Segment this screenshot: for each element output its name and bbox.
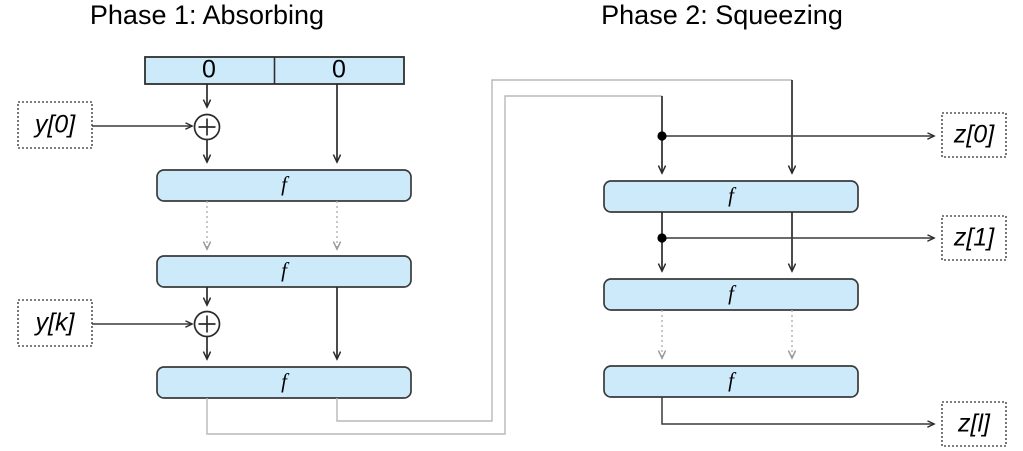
input-box-y0: y[0]	[17, 101, 93, 149]
state-rate-value: 0	[202, 56, 216, 84]
permutation-block-p1-1: f	[156, 169, 412, 202]
initial-state-register: 0 0	[144, 56, 405, 85]
output-z0-outline	[941, 112, 1007, 158]
output-z1-label: z[1]	[953, 224, 995, 252]
junction-dot-z0	[657, 131, 667, 141]
p2-f1-label: f	[728, 183, 737, 207]
output-box-zl: z[l]	[941, 401, 1007, 447]
wire-tap-zl	[661, 397, 934, 424]
input-yk-label: y[k]	[34, 309, 76, 337]
permutation-block-p2-1: f	[603, 180, 859, 213]
input-yk-outline	[17, 299, 93, 347]
output-z0-label: z[0]	[953, 121, 995, 149]
state-capacity-value: 0	[332, 56, 346, 84]
feedback-wire-capacity-p1-to-p2	[336, 79, 792, 422]
xor-gate-2	[193, 310, 221, 338]
p1-f1-label: f	[281, 172, 290, 196]
output-box-z1: z[1]	[941, 215, 1007, 261]
p2-f2-label: f	[728, 281, 737, 305]
output-zl-outline	[941, 401, 1007, 447]
phase1-title: Phase 1: Absorbing	[90, 0, 324, 30]
output-zl-label: z[l]	[957, 410, 991, 438]
junction-dot-z1	[657, 233, 667, 243]
p2-f2-outline	[603, 278, 859, 311]
p2-f3-label: f	[728, 368, 737, 392]
input-y0-outline	[17, 101, 93, 149]
permutation-block-p1-3: f	[156, 366, 412, 399]
xor-gate-1	[193, 113, 221, 141]
input-box-yk: y[k]	[17, 299, 93, 347]
permutation-block-p2-2: f	[603, 278, 859, 311]
p1-f2-outline	[156, 255, 412, 288]
permutation-block-p2-3: f	[603, 365, 859, 398]
feedback-wire-rate-p1-to-p2	[206, 95, 662, 435]
p1-f2-label: f	[281, 258, 290, 282]
p1-f3-label: f	[281, 369, 290, 393]
phase2-title: Phase 2: Squeezing	[601, 0, 843, 30]
input-y0-label: y[0]	[33, 111, 76, 139]
output-z1-outline	[941, 215, 1007, 261]
p1-f1-outline	[156, 169, 412, 202]
p2-f1-outline	[603, 180, 859, 213]
output-box-z0: z[0]	[941, 112, 1007, 158]
p1-f3-outline	[156, 366, 412, 399]
p2-f3-outline	[603, 365, 859, 398]
permutation-block-p1-2: f	[156, 255, 412, 288]
